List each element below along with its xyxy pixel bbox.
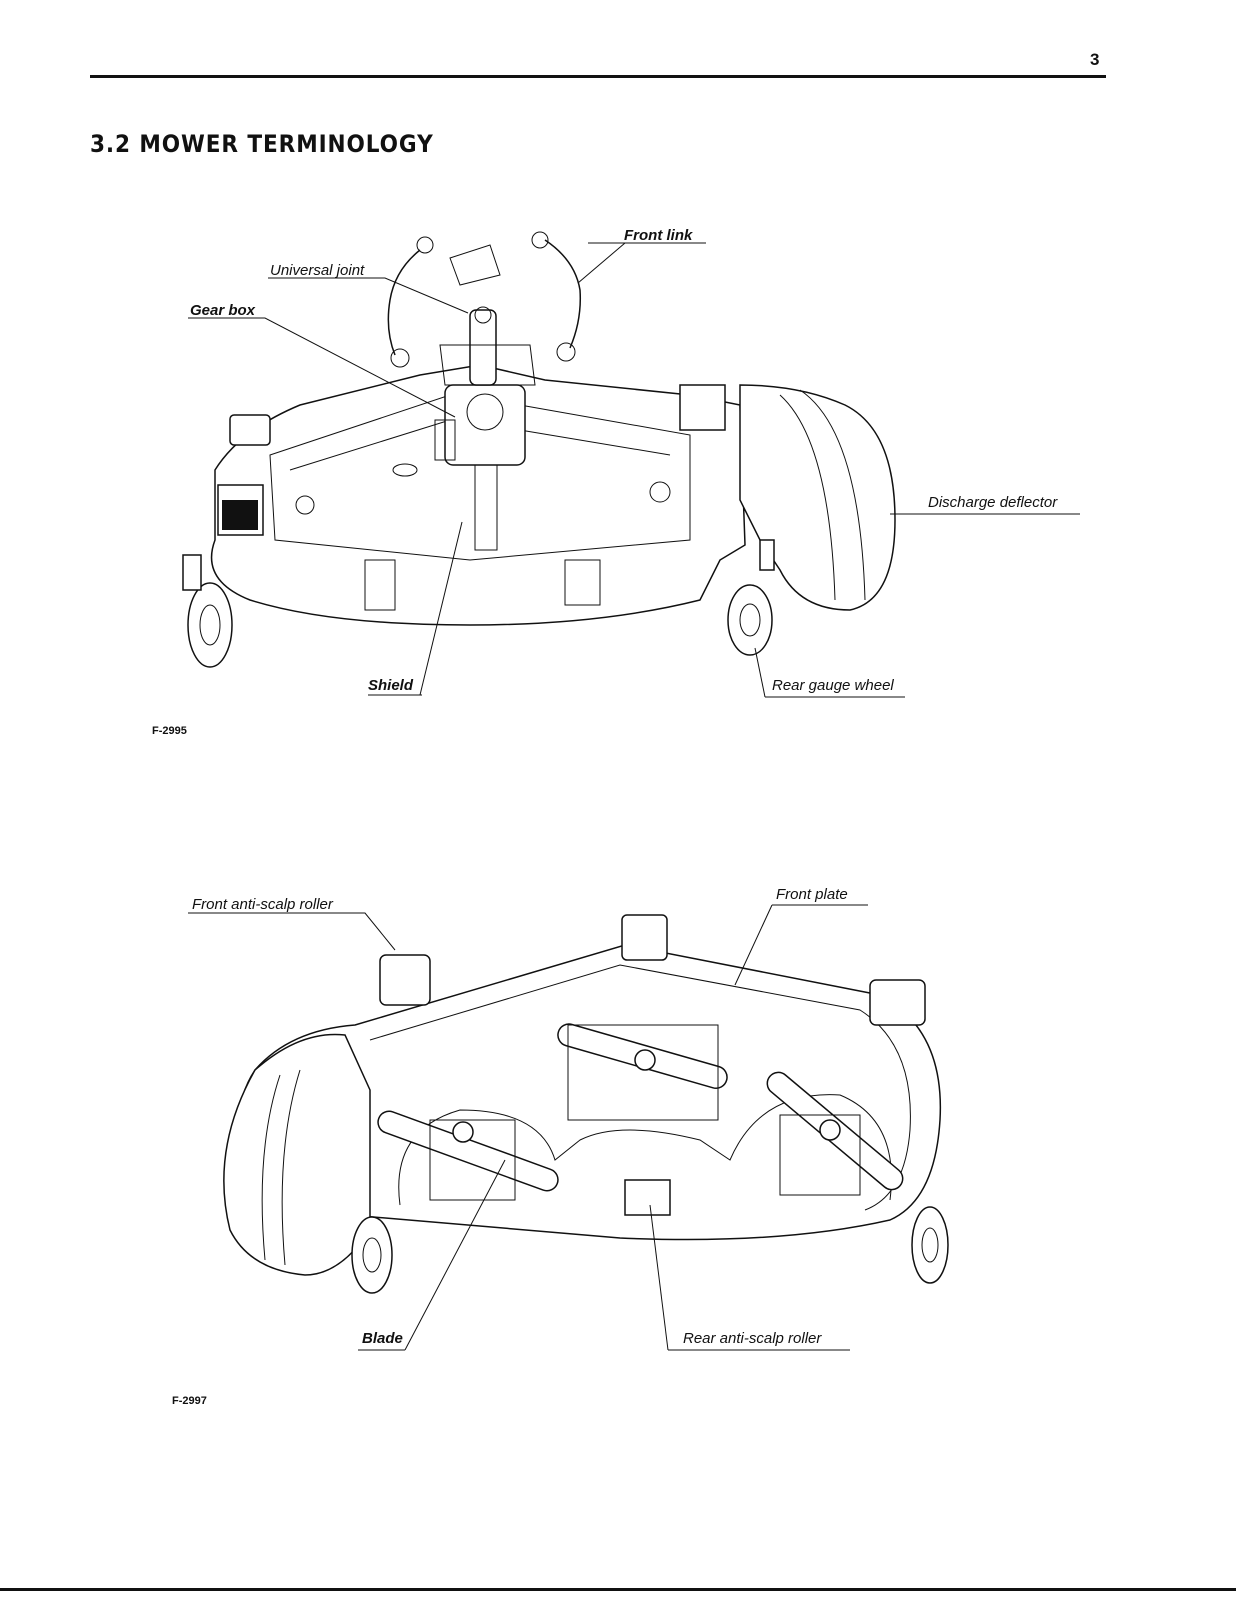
header-rule — [90, 75, 1106, 78]
label-rear-anti-scalp-roller: Rear anti-scalp roller — [683, 1330, 822, 1347]
bottom-scan-edge — [0, 1588, 1236, 1591]
label-discharge-deflector: Discharge deflector — [928, 494, 1058, 511]
figure-id-1: F-2995 — [152, 725, 187, 737]
figure-id-2: F-2997 — [172, 1395, 207, 1407]
label-front-plate: Front plate — [776, 886, 848, 903]
label-universal-joint: Universal joint — [270, 262, 365, 279]
label-shield: Shield — [368, 677, 414, 694]
label-front-anti-scalp-roller: Front anti-scalp roller — [192, 896, 333, 913]
label-gear-box: Gear box — [190, 302, 256, 319]
label-blade: Blade — [362, 1330, 403, 1347]
section-title: 3.2 MOWER TERMINOLOGY — [90, 130, 434, 158]
label-rear-gauge-wheel: Rear gauge wheel — [772, 677, 894, 694]
label-front-link: Front link — [624, 227, 693, 244]
page-number: 3 — [1090, 50, 1100, 69]
